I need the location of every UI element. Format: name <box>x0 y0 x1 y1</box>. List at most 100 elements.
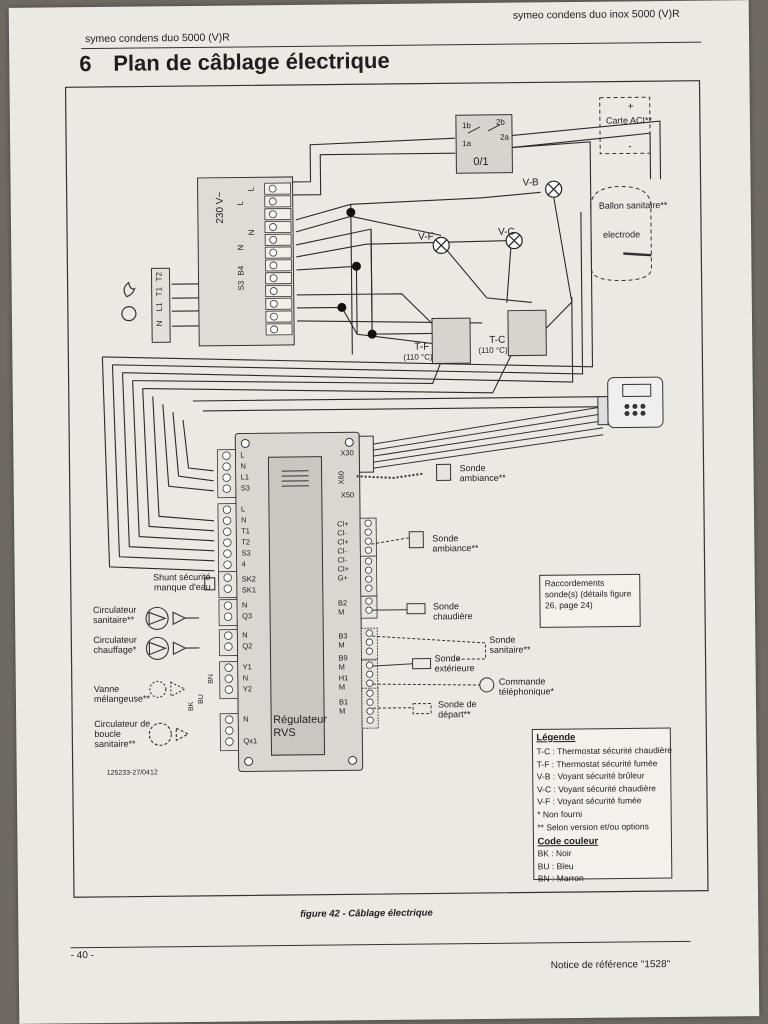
rvs-connector-screw <box>223 573 232 582</box>
label-sonde-ambiance-2: Sonde ambiance** <box>432 533 479 554</box>
rvs-left-connectors <box>216 449 239 752</box>
rvs-connector-screw <box>224 674 233 683</box>
rvs-right-terminal-label: Cl+ <box>337 519 349 528</box>
rvs-left-terminal-label: T1 <box>241 526 250 535</box>
rvs-left-terminal-label: T2 <box>241 537 250 546</box>
rvs-left-terminal-label: L <box>240 450 244 459</box>
terminal-screw <box>269 223 277 231</box>
terminal-screw <box>269 261 278 270</box>
room-unit-connector <box>597 396 609 426</box>
note-box <box>539 573 641 628</box>
terminal-label: N <box>236 244 245 250</box>
terminal-slot <box>265 284 293 298</box>
label-sonde-sanitaire: Sonde sanitaire** <box>489 634 531 655</box>
label-shunt: Shunt sécurité manque d'eau <box>153 571 211 593</box>
rvs-connector-screw <box>225 737 234 746</box>
footer-reference: Notice de référence "1528" <box>550 959 671 972</box>
rvs-connector-screw <box>222 505 232 514</box>
label-sonde-ambiance-1: Sonde ambiance** <box>459 462 506 484</box>
diagram-frame <box>64 80 709 898</box>
rvs-right-connector-screw <box>365 638 373 646</box>
rvs-connector-screw <box>224 642 233 651</box>
rvs-right-connector-screw <box>364 528 372 536</box>
rvs-connector-screw <box>222 516 232 525</box>
terminal-slot <box>265 310 293 323</box>
switch-contact-1a: 1a <box>462 139 472 148</box>
terminal-screw <box>268 197 277 206</box>
tank-label: Ballon sanitaire** <box>599 200 668 211</box>
rvs-right-connectors <box>358 435 379 729</box>
terminal-slot <box>264 208 292 221</box>
terminal-label: B4 <box>236 265 245 275</box>
rvs-left-terminal-label: Q3 <box>242 611 252 620</box>
rvs-right-connector-screw <box>366 670 374 678</box>
rvs-connector-screw <box>223 549 232 558</box>
aci-plus: + <box>628 101 634 112</box>
rvs-connector-screw <box>222 473 231 482</box>
rvs-left-terminal-label: Q2 <box>242 641 252 650</box>
rvs-right-connector-screw <box>365 566 373 574</box>
rvs-connector-screw <box>222 484 231 493</box>
rvs-right-terminal-label: X50 <box>341 490 354 499</box>
room-unit-cable <box>373 406 604 469</box>
rvs-right-terminal-label: Cl- <box>337 546 347 555</box>
room-unit-display <box>622 383 652 397</box>
thermostat-t-f <box>431 317 471 364</box>
rvs-right-terminal-label: X30 <box>340 448 353 457</box>
terminal-slot <box>264 220 292 234</box>
lamp-v-f <box>432 236 450 254</box>
lamp-v-c <box>505 232 523 250</box>
rvs-right-connector-screw <box>364 519 372 527</box>
connection-note: Raccordements sonde(s) (détails figure 2… <box>544 577 632 611</box>
room-unit-button <box>624 403 630 409</box>
electrode-rod <box>623 252 652 257</box>
terminal-label: T2 <box>154 271 163 281</box>
burner-terminal-strip <box>150 267 171 343</box>
terminal-screw <box>269 274 278 283</box>
rvs-connector-screw <box>222 527 232 536</box>
rvs-right-terminal-label: M <box>338 640 344 649</box>
main-switch <box>455 114 513 174</box>
rvs-connector-screw <box>224 715 234 724</box>
wire-color-bu: BU <box>198 694 205 704</box>
figure-caption: figure 42 - Câblage électrique <box>300 907 433 920</box>
label-circ-sanitaire: Circulateur sanitaire** <box>92 604 137 626</box>
terminal-screw <box>269 248 278 257</box>
rvs-right-terminal-label: Cl- <box>337 555 347 564</box>
lamp-v-f-label: V-F <box>418 231 434 242</box>
terminal-screw <box>269 287 278 295</box>
top-terminal-screws <box>268 184 278 334</box>
thermostat-t-c-temp: (110 °C) <box>478 346 508 355</box>
rvs-right-connector-screw <box>366 707 374 715</box>
rvs-left-terminal-label: N <box>241 515 247 524</box>
thermostat-t-f-temp: (110 °C) <box>403 352 433 361</box>
terminal-screw <box>268 184 277 193</box>
lamp-v-b <box>545 180 563 198</box>
thermostat-t-c-label: T-C <box>489 335 505 346</box>
rvs-connector-screw <box>222 451 231 460</box>
thermostat-t-c <box>507 309 547 357</box>
room-unit <box>607 376 664 429</box>
rvs-right-connector-screw <box>365 629 373 637</box>
rvs-left-terminal-label: Y2 <box>243 684 252 693</box>
terminal-screw <box>270 325 278 334</box>
dhw-tank <box>590 186 652 281</box>
rvs-right-terminal-label: M <box>338 607 344 616</box>
lamp-v-c-label: V-C <box>498 227 515 238</box>
rvs-right-terminal-label: Cl+ <box>338 564 350 573</box>
room-unit-button <box>632 410 638 416</box>
rvs-connector-screw <box>223 560 232 569</box>
switch-contact-lines <box>467 124 501 134</box>
aci-minus: - <box>628 141 631 152</box>
electrode-label: electrode <box>603 229 640 239</box>
terminal-label: T1 <box>155 286 164 296</box>
rvs-left-terminal-label: L1 <box>241 472 249 481</box>
label-sonde-depart: Sonde de départ** <box>437 699 477 720</box>
rvs-label-line1: Régulateur <box>273 714 327 727</box>
room-unit-button <box>640 410 646 416</box>
rvs-right-terminal-label: M <box>339 706 345 715</box>
